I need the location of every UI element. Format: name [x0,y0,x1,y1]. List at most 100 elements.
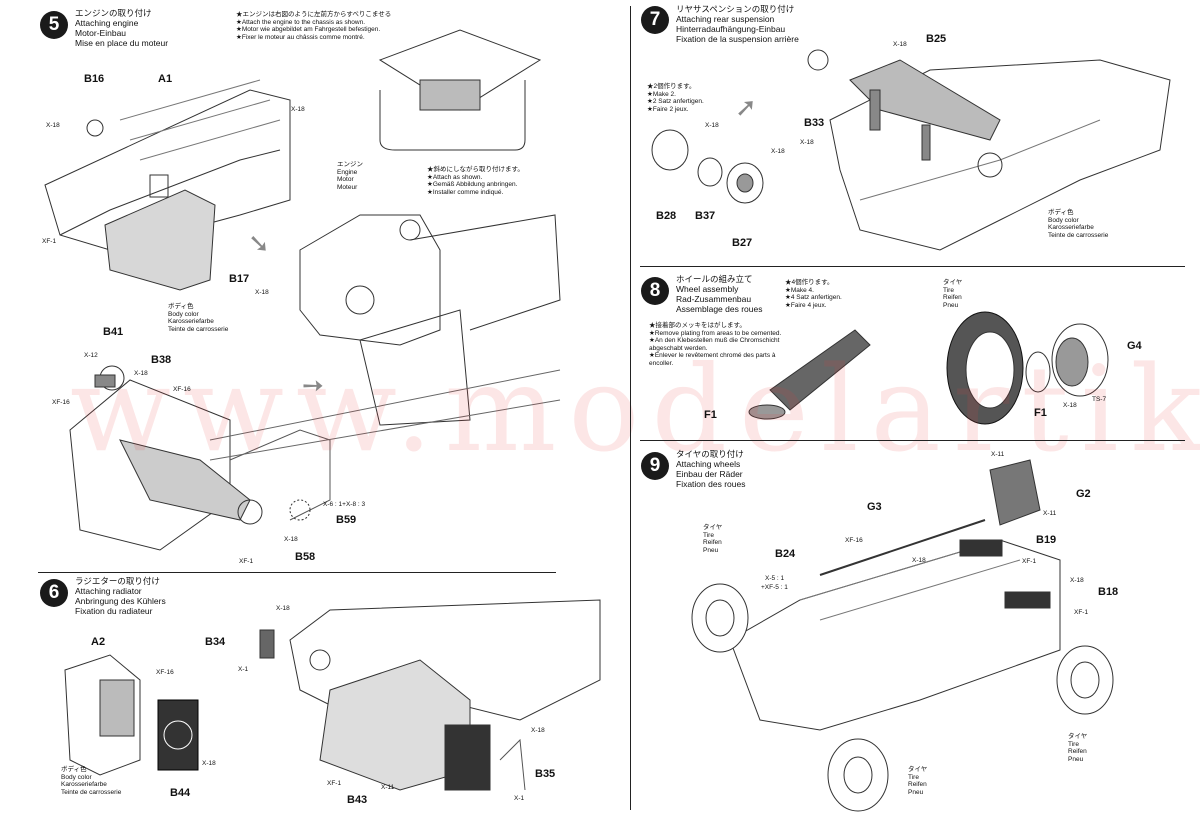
arrow-step5-a: ➘ [248,228,270,258]
part-label: B17 [229,273,250,285]
paint-ref: X-18 [46,122,60,129]
label-line: Karosseriefarbe [168,318,214,326]
label-line: タイヤ [908,766,928,773]
label-line: Teinte de carrosserie [1048,231,1109,239]
label-line: Tire [703,531,714,539]
paint-ref: X-18 [1070,577,1084,584]
part-label: B59 [336,514,357,526]
note-line: ★Motor wie abgebildet am Fahrgestell bef… [236,26,381,34]
label-line: Teinte de carrosserie [61,788,122,796]
note-line: ★Faire 4 jeux. [785,301,827,309]
body-color-note: ボディ色 Body color Karosseriefarbe Teinte d… [1048,209,1108,239]
label-line: タイヤ [943,279,963,286]
part-label: B44 [170,787,191,799]
label-line: Body color [61,773,92,781]
note-line: ★Fixer le moteur au châssis comme montré… [236,33,365,41]
label-line: Pneu [703,546,719,554]
title-en: Attaching engine [75,18,139,28]
title-en: Attaching wheels [676,459,741,469]
note-line: ★4個作ります。 [785,279,834,286]
step-title: リヤサスペンションの取り付け Attaching rear suspension… [676,4,799,44]
tire-label: タイヤ Tire Reifen Pneu [908,766,927,796]
paint-ref: XF-1 [239,558,254,565]
step-number-badge: 9 [641,452,669,480]
label-line: Body color [1048,216,1079,224]
title-de: Motor-Einbau [75,28,127,38]
part-label: B41 [103,326,124,338]
label-line: Tire [908,773,919,781]
paint-ref: XF-1 [42,238,57,245]
paint-ref: X-18 [134,370,148,377]
paint-ref: X-18 [912,557,926,564]
label-line: Reifen [943,294,962,302]
label-line: Motor [337,176,354,184]
arrow-step5-b: ➙ [302,370,324,400]
paint-ref: X-18 [255,289,269,296]
title-de: Einbau der Räder [676,469,743,479]
note-line: ★Attach the engine to the chassis as sho… [236,18,366,26]
paint-ref: X-5 : 1 [765,575,785,582]
title-jp: ラジエターの取り付け [75,576,160,586]
part-label: B16 [84,73,105,85]
paint-ref: X-18 [1063,402,1077,409]
part-label: G2 [1076,488,1091,500]
tire-label: タイヤ Tire Reifen Pneu [703,524,722,554]
part-label: B24 [775,548,796,560]
title-fr: Fixation des roues [676,479,746,489]
label-line: タイヤ [703,524,723,531]
label-line: Tire [943,286,954,294]
title-en: Attaching rear suspension [676,14,775,24]
divider-step5-step6 [38,572,556,573]
paint-ref: X-18 [800,139,814,146]
note-line: ★2個作ります。 [647,83,696,90]
label-line: Body color [168,310,199,318]
engine-label: エンジン Engine Motor Moteur [337,161,363,191]
part-label: B38 [151,354,172,366]
part-label: B33 [804,117,825,129]
body-color-note: ボディ色 Body color Karosseriefarbe Teinte d… [168,303,228,333]
label-line: Karosseriefarbe [61,781,107,789]
note-line: encoller. [649,359,674,367]
note-line: ★Make 4. [785,286,814,294]
paint-ref: XF-16 [156,669,174,676]
part-label: B34 [205,636,226,648]
step-number-badge: 5 [40,11,68,39]
label-line: Reifen [1068,748,1087,756]
paint-ref: TS-7 [1092,396,1107,403]
part-label: G4 [1127,340,1142,352]
paint-ref: XF-1 [1074,609,1089,616]
paint-ref: XF-1 [1022,558,1037,565]
part-label: F1 [704,409,717,421]
note-line: ★Attach as shown. [427,173,483,181]
part-label: B43 [347,794,368,806]
note-line: ★エンジンは右図のように左前方からすべりこませる [236,11,392,18]
label-line: ボディ色 [61,766,87,773]
tire-label: タイヤ Tire Reifen Pneu [943,279,962,309]
paint-ref: X-1 [238,666,249,673]
part-label: F1 [1034,407,1047,419]
title-fr: Fixation du radiateur [75,606,153,616]
note-line: ★Installer comme indiqué. [427,188,504,196]
label-line: Tire [1068,740,1079,748]
arrow-step7: ➚ [735,92,757,122]
tire-label: タイヤ Tire Reifen Pneu [1068,733,1087,763]
title-en: Attaching radiator [75,586,142,596]
paint-ref: XF-16 [173,386,191,393]
divider-step7-step8 [640,266,1185,267]
paint-ref: X-18 [893,41,907,48]
make-note: ★4個作ります。 ★Make 4. ★4 Satz anfertigen. ★F… [785,279,842,309]
label-line: Pneu [943,301,959,309]
step-title: ラジエターの取り付け Attaching radiator Anbringung… [75,576,166,616]
plating-note: ★接着部のメッキをはがします。 ★Remove plating from are… [649,322,781,368]
title-en: Wheel assembly [676,284,739,294]
step-title: ホイールの組み立て Wheel assembly Rad-Zusammenbau… [676,274,762,314]
part-label: B58 [295,551,316,563]
paint-ref: X-11 [991,451,1005,458]
paint-ref: +XF-5 : 1 [761,584,788,591]
label-line: Engine [337,168,358,176]
part-label: B35 [535,768,556,780]
paint-ref: X-18 [291,106,305,113]
title-jp: タイヤの取り付け [676,449,744,459]
body-color-note: ボディ色 Body color Karosseriefarbe Teinte d… [61,766,121,796]
